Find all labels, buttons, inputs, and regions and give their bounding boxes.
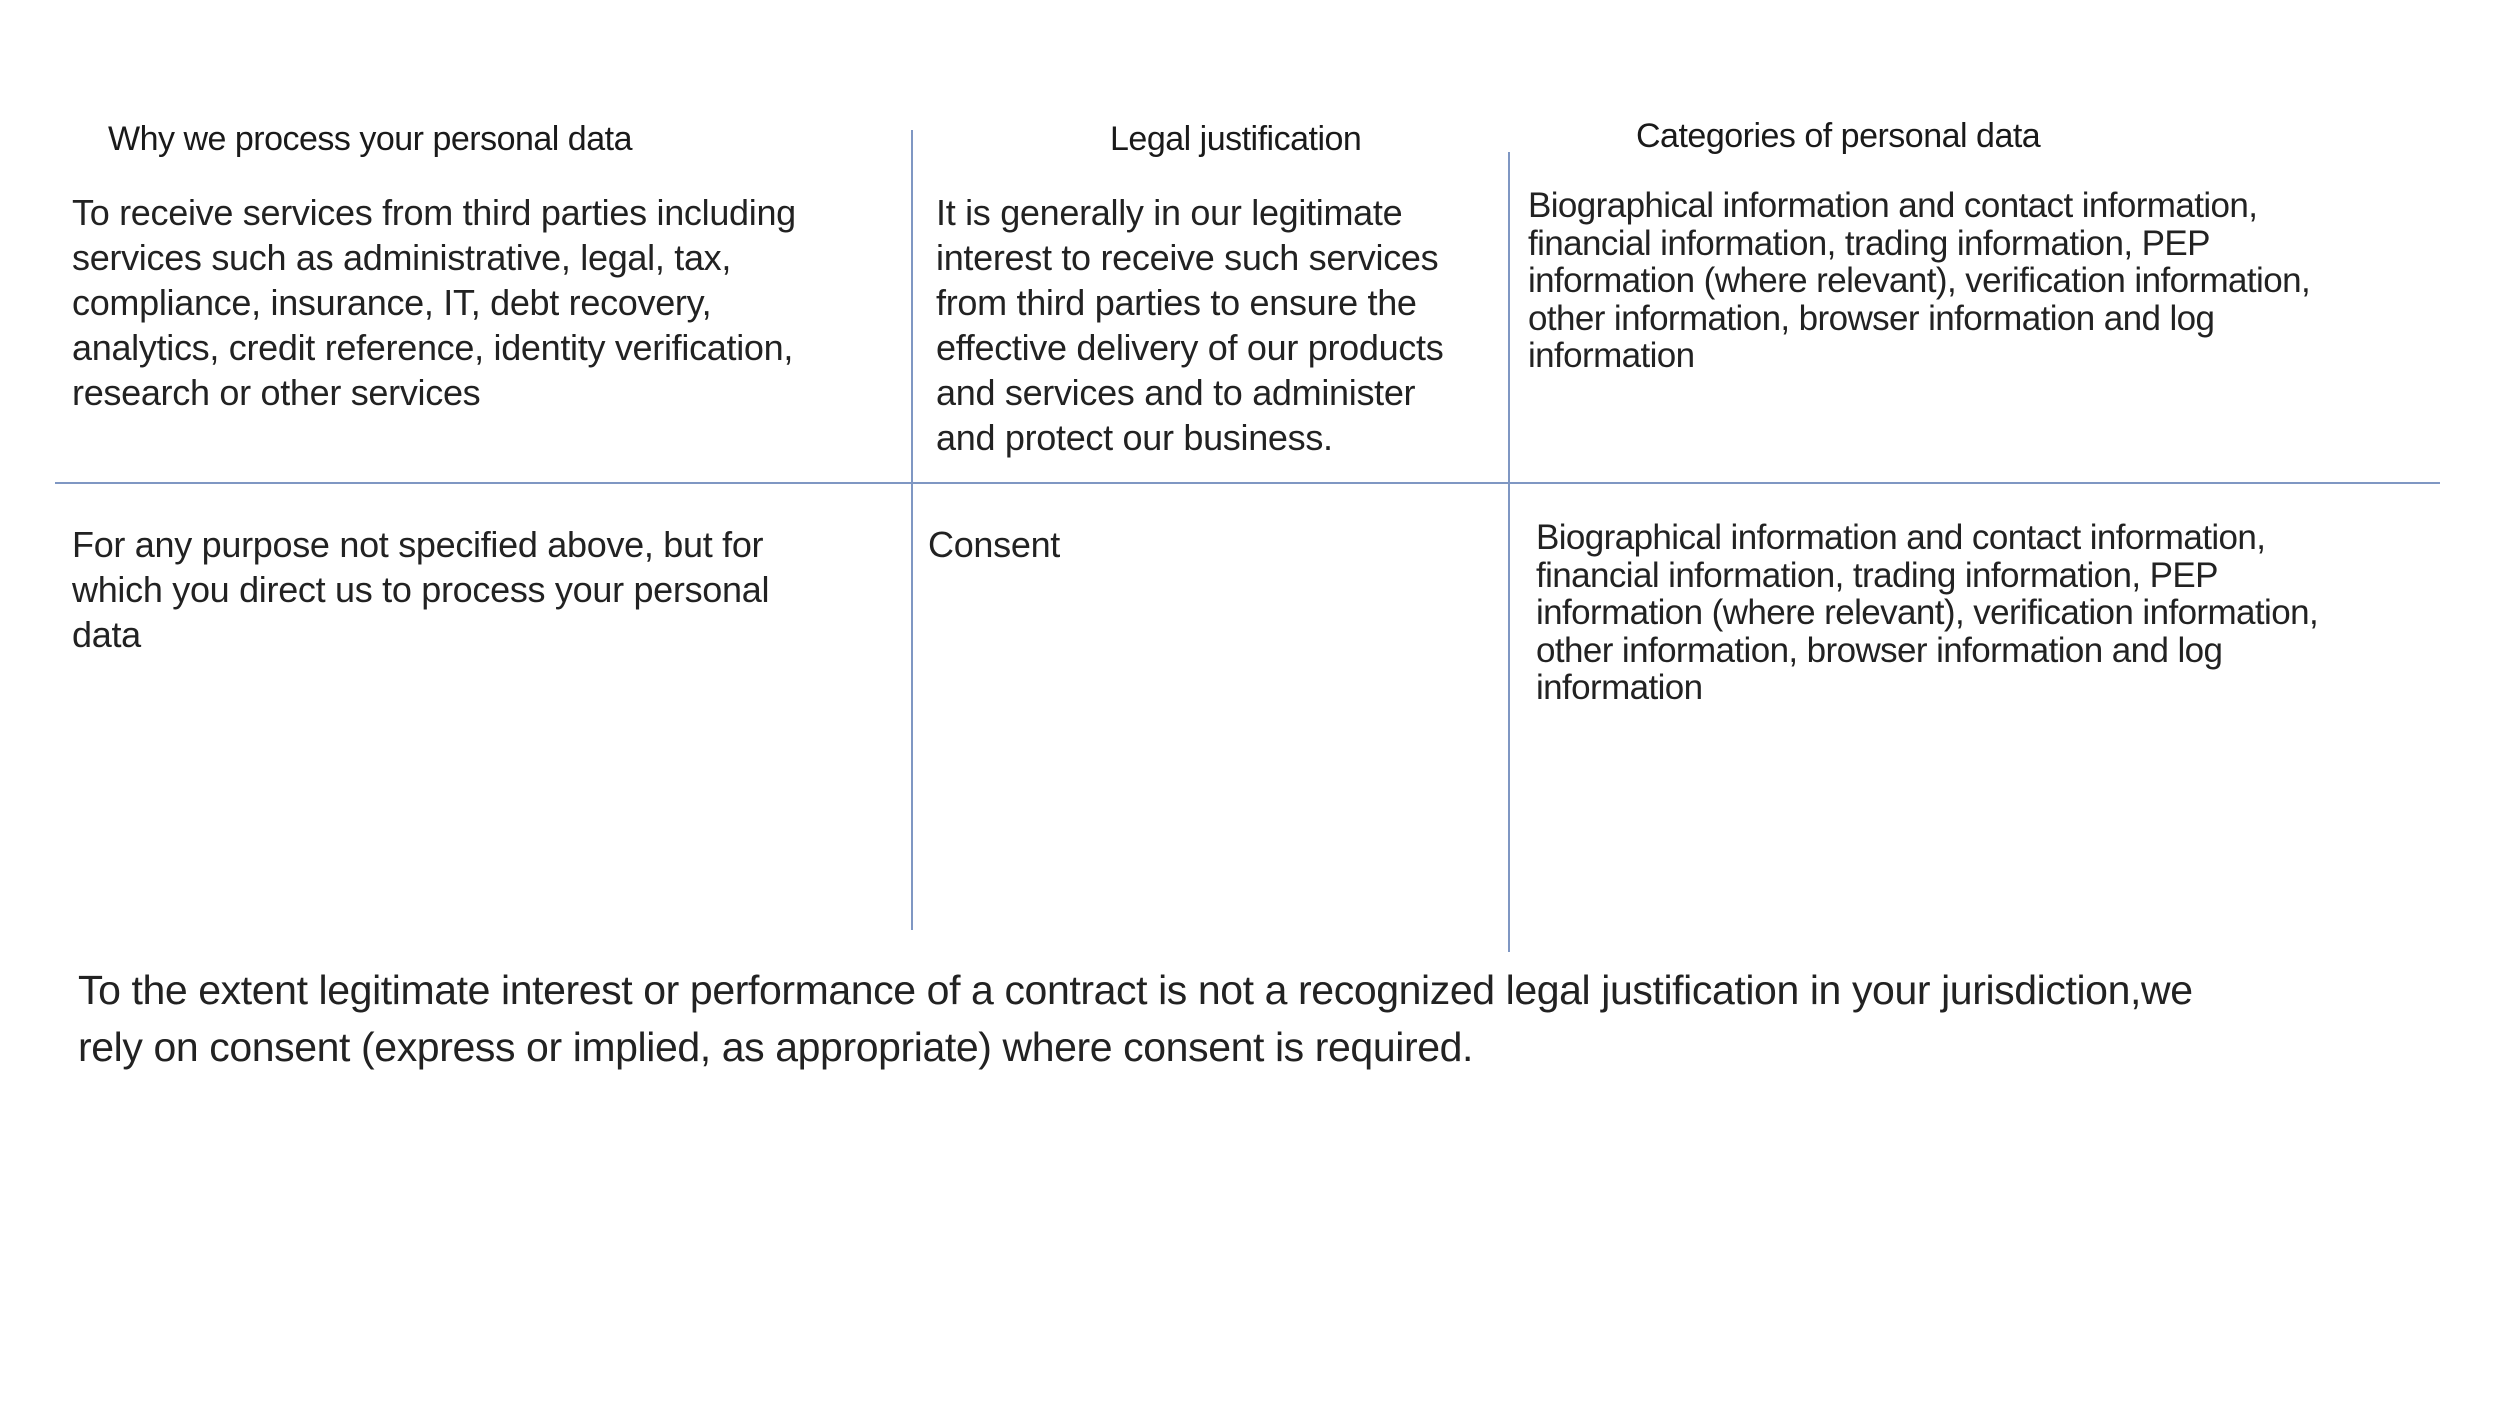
row-1-justification: It is generally in our legitimate intere… — [936, 192, 1444, 458]
column-divider-2 — [1508, 152, 1510, 952]
row-1-categories: Biographical information and contact inf… — [1528, 186, 2311, 375]
header-legal-justification: Legal justification — [1110, 120, 1362, 158]
row-1-purpose: To receive services from third parties i… — [72, 192, 796, 413]
footer-note: To the extent legitimate interest or per… — [78, 967, 2193, 1070]
column-divider-1 — [911, 130, 913, 930]
row-2-categories: Biographical information and contact inf… — [1536, 518, 2319, 707]
row-divider — [55, 482, 2440, 484]
header-purpose: Why we process your personal data — [108, 120, 632, 158]
header-categories: Categories of personal data — [1636, 117, 2041, 155]
row-2-purpose: For any purpose not specified above, but… — [72, 524, 770, 655]
row-2-justification: Consent — [928, 524, 1060, 565]
